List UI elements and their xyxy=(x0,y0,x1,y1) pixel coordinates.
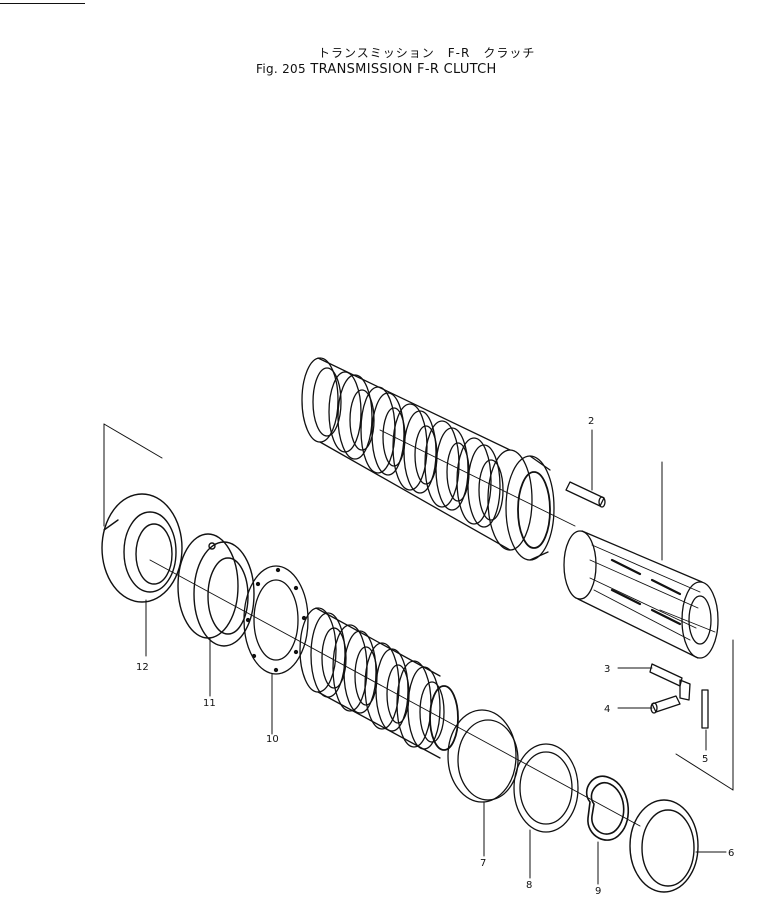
snap-ring-part-9 xyxy=(585,775,629,841)
callout-4: 4 xyxy=(604,704,610,715)
leader-lines xyxy=(103,423,734,885)
title-japanese: トランスミッション F-R クラッチ xyxy=(318,46,536,60)
pin-part-2 xyxy=(565,481,606,508)
callout-11: 11 xyxy=(203,698,216,709)
upper-clutch-pack xyxy=(301,357,576,561)
figure-number: Fig. 205 xyxy=(256,62,306,76)
plate-part-7 xyxy=(447,709,519,803)
callout-5: 5 xyxy=(702,754,708,765)
callout-8: 8 xyxy=(526,880,532,891)
bolt-part-3 xyxy=(649,663,691,701)
corner-rule xyxy=(0,3,85,4)
title-english-line: Fig. 205 TRANSMISSION F-R CLUTCH xyxy=(256,62,497,77)
figure-title: TRANSMISSION F-R CLUTCH xyxy=(310,62,497,77)
part-callouts: 2 12 11 10 3 4 5 7 8 9 6 xyxy=(136,416,734,897)
retainer-part-12 xyxy=(101,493,183,603)
pin-part-5 xyxy=(701,689,709,729)
callout-6: 6 xyxy=(728,848,734,859)
lower-clutch-pack xyxy=(299,607,459,759)
clutch-hub xyxy=(563,530,719,659)
seal-ring-part-6 xyxy=(629,799,699,893)
callout-7: 7 xyxy=(480,858,486,869)
bolt-part-4 xyxy=(650,695,681,714)
callout-12: 12 xyxy=(136,662,149,673)
plate-part-8 xyxy=(513,743,579,833)
callout-10: 10 xyxy=(266,734,279,745)
callout-2: 2 xyxy=(588,416,594,427)
housing-part-11 xyxy=(177,533,255,647)
plate-part-10 xyxy=(243,565,309,675)
callout-3: 3 xyxy=(604,664,610,675)
lower-axis-line xyxy=(149,559,641,827)
callout-9: 9 xyxy=(595,886,601,897)
